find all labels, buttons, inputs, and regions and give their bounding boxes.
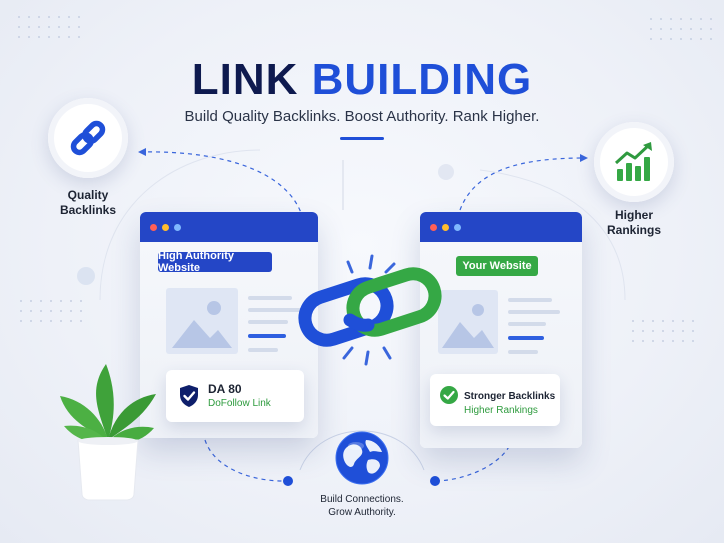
text-line <box>248 348 278 352</box>
text-line <box>248 308 302 312</box>
window-maximize-dot <box>454 223 461 231</box>
text-line <box>508 298 552 302</box>
quality-backlinks-badge <box>48 98 128 178</box>
text-line-highlight <box>248 334 286 338</box>
stronger-backlinks-text: Stronger Backlinks <box>464 391 556 402</box>
higher-rankings-label: Higher Rankings <box>606 208 661 237</box>
text-line <box>508 322 546 326</box>
image-icon <box>172 301 232 348</box>
text-line <box>248 296 292 300</box>
title-part-1: LINK <box>191 55 299 104</box>
dot-pattern-top-left <box>18 16 84 42</box>
window-maximize-dot <box>174 223 181 231</box>
globe-icon <box>335 431 389 485</box>
image-icon <box>442 304 494 348</box>
window-close-dot <box>150 223 157 231</box>
text-line <box>248 320 288 324</box>
higher-rankings-text: Higher Rankings <box>464 405 538 416</box>
window-minimize-dot <box>442 223 449 231</box>
image-placeholder <box>438 290 498 354</box>
domain-authority-value: DA 80 <box>208 382 242 396</box>
window-title-bar <box>420 212 582 242</box>
dot-pattern-right <box>632 320 698 346</box>
chain-link-icon <box>70 120 106 156</box>
quality-backlinks-label: Quality Backlinks <box>59 188 117 217</box>
image-placeholder <box>166 288 238 354</box>
high-authority-label: High Authority Website <box>158 250 272 274</box>
dot-pattern-left <box>20 300 86 326</box>
domain-authority-card: DA 80 DoFollow Link <box>166 370 304 422</box>
window-title-bar <box>140 212 318 242</box>
footer-tagline: Build Connections. Grow Authority. <box>320 494 404 518</box>
title-underline <box>340 137 384 140</box>
center-chain-icon <box>298 254 442 366</box>
shield-check-icon <box>180 385 198 407</box>
stronger-backlinks-card: Stronger Backlinks Higher Rankings <box>430 374 560 426</box>
page-subtitle: Build Quality Backlinks. Boost Authority… <box>184 108 540 125</box>
your-website-label: Your Website <box>456 256 538 276</box>
page-title: LINK BUILDING <box>0 52 724 108</box>
window-minimize-dot <box>162 223 169 231</box>
window-close-dot <box>430 223 437 231</box>
potted-plant-icon <box>60 364 156 501</box>
check-circle-icon <box>440 386 458 404</box>
text-line <box>508 310 560 314</box>
higher-rankings-badge <box>594 122 674 202</box>
dot-pattern-top-right <box>650 18 716 44</box>
title-part-2: BUILDING <box>311 55 533 104</box>
bar-chart-growth-icon <box>614 142 652 181</box>
text-line-highlight <box>508 336 544 340</box>
text-line <box>508 350 538 354</box>
link-type-label: DoFollow Link <box>208 398 271 409</box>
